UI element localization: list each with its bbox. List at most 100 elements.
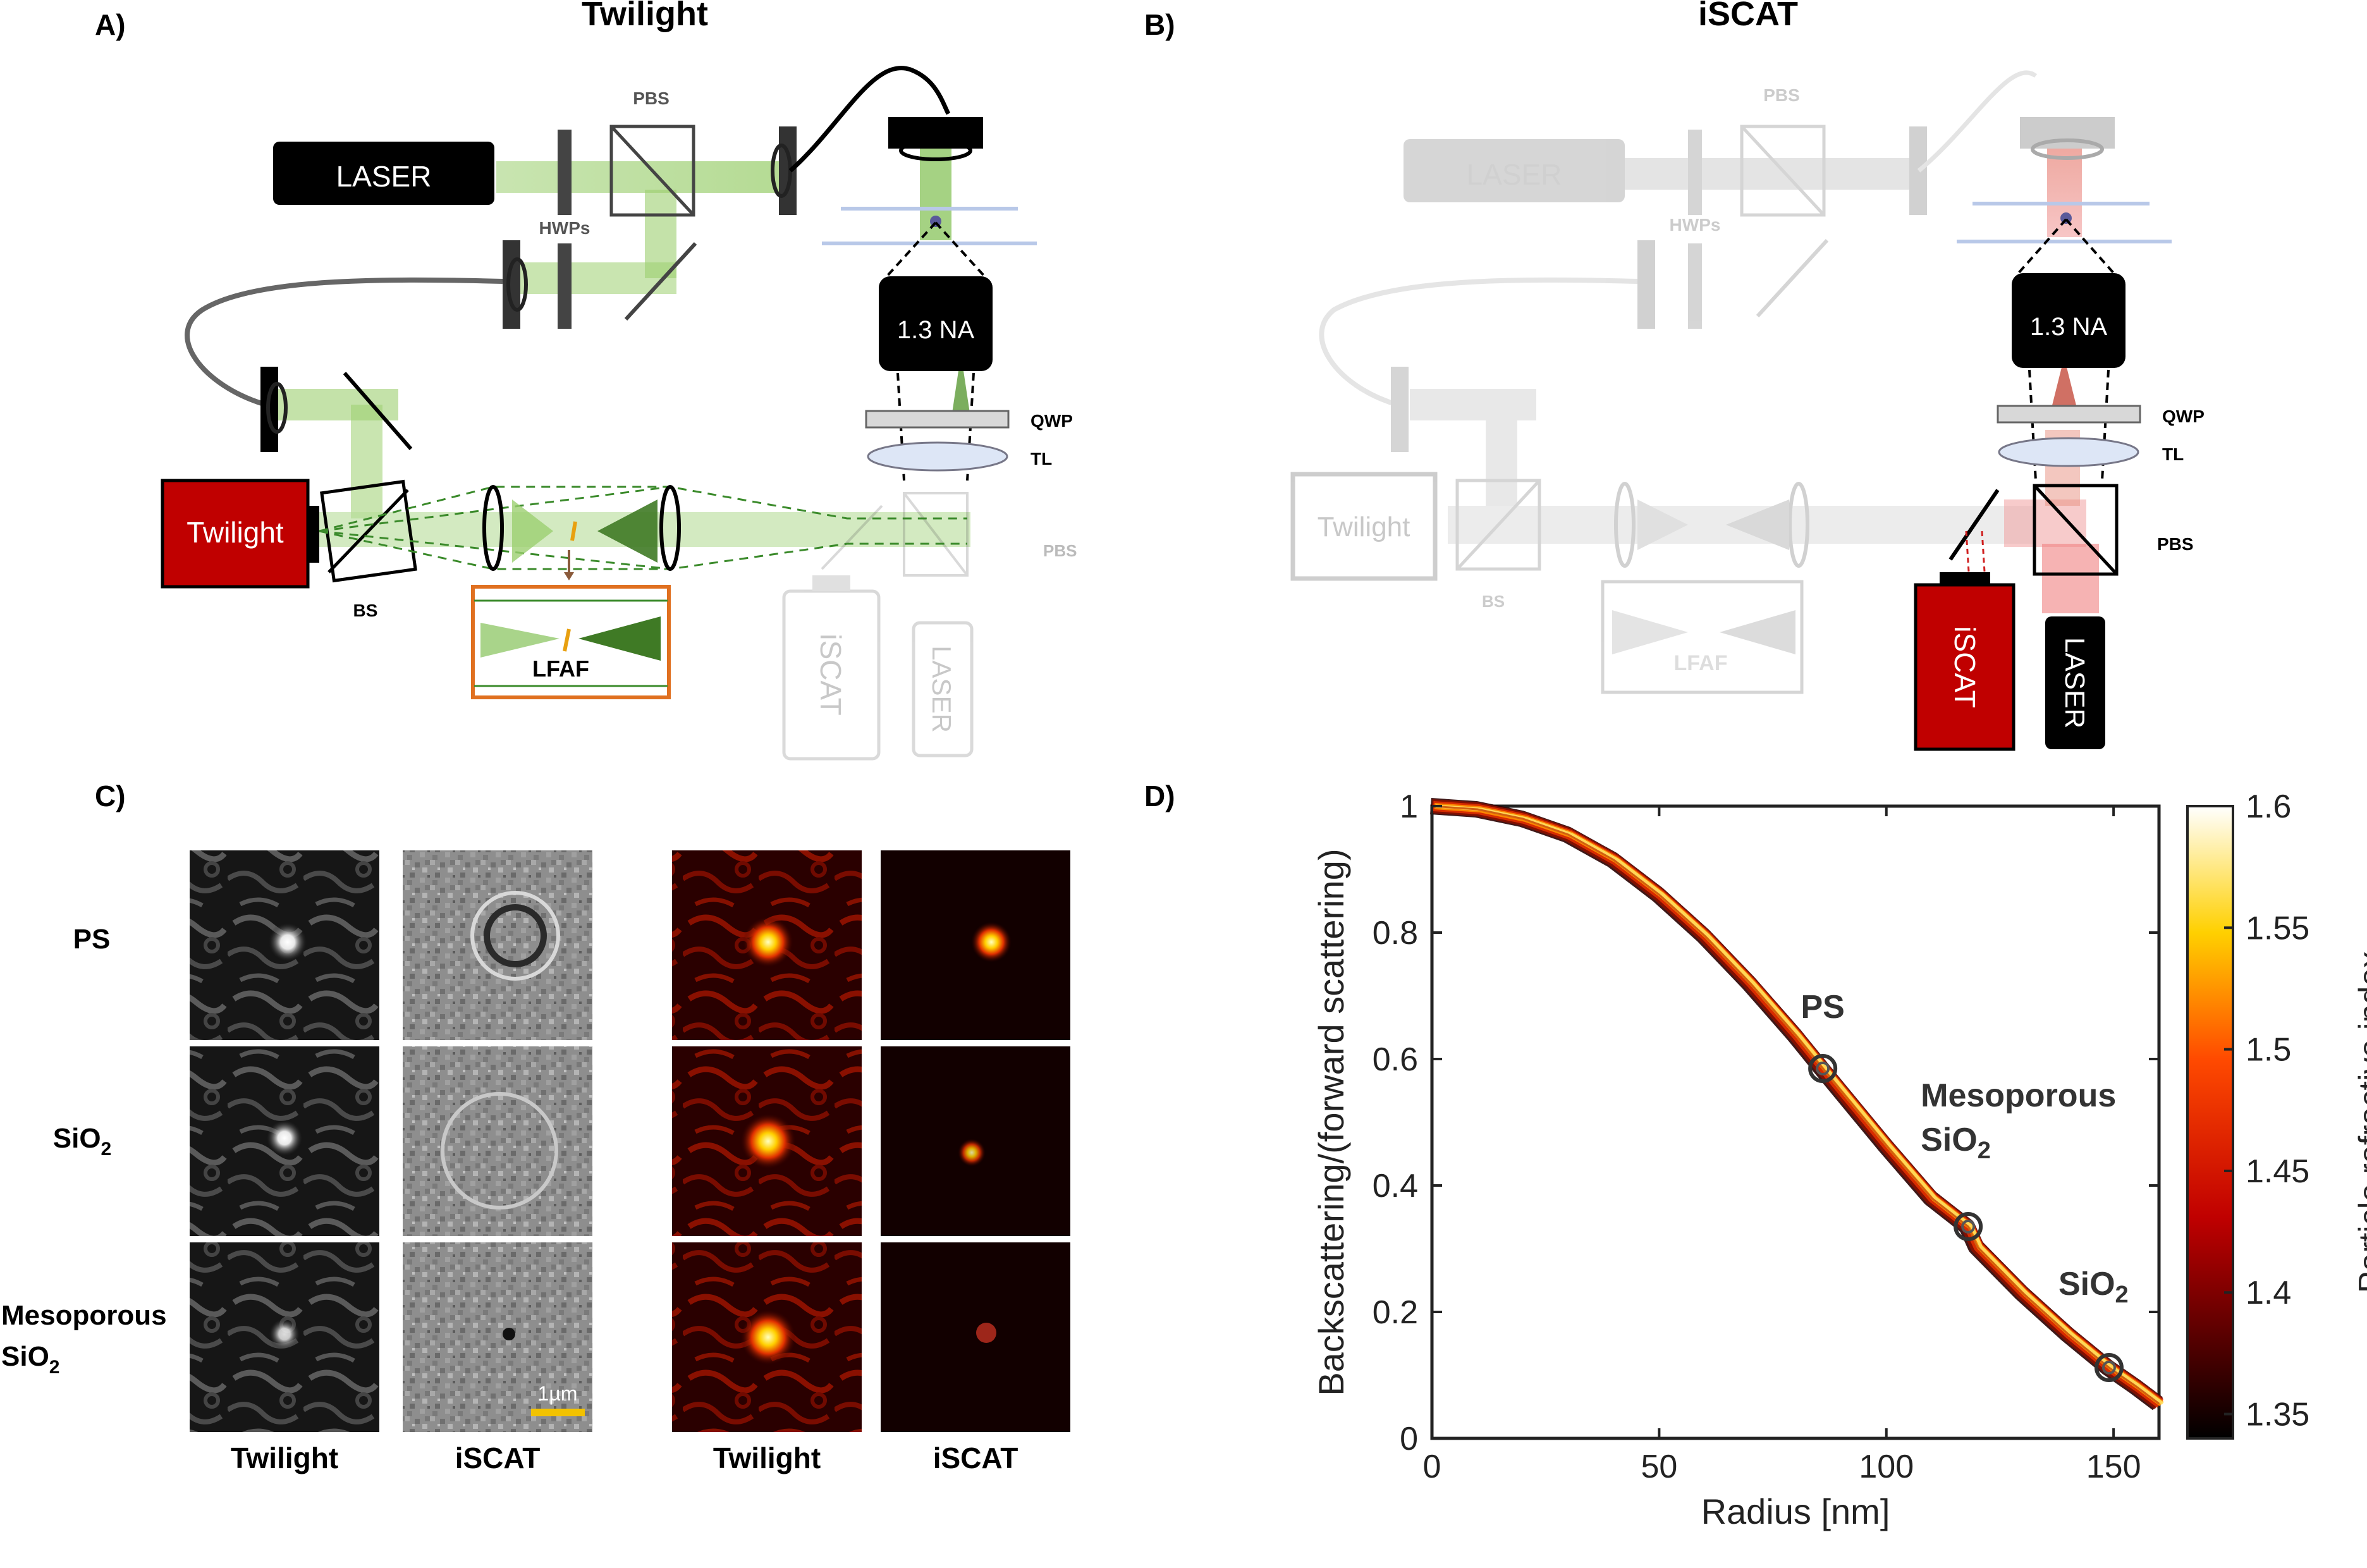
- hwps-ghost-label-b: HWPs: [1670, 215, 1721, 235]
- pbs-cube-b: [2033, 484, 2119, 576]
- panel-c: C) PS SiO2 Mesoporous SiO2 1µm: [1, 780, 1070, 1474]
- hwps-label: HWPs: [539, 218, 590, 238]
- row-label-mesoporous: Mesoporous: [1, 1300, 167, 1331]
- pbs-ghost-label-a: PBS: [1043, 541, 1077, 560]
- twilight-camera-label: Twilight: [187, 516, 284, 549]
- iscat-camera-label: iSCAT: [1948, 626, 1981, 708]
- row-label-sio2: SiO2: [53, 1123, 111, 1160]
- image-col-iscat-exp: 1µm: [403, 850, 592, 1432]
- y-tick-label-1: 0.2: [1373, 1294, 1418, 1331]
- laser-ghost-label-a: LASER: [927, 646, 957, 733]
- x-axis-label: Radius [nm]: [1701, 1491, 1890, 1531]
- panel-b-letter: B): [1144, 8, 1175, 41]
- scalebar: [531, 1409, 585, 1416]
- panel-b: B) iSCAT: [1144, 0, 2205, 751]
- y-tick-label-0: 0: [1400, 1421, 1418, 1457]
- objective-b: [2012, 273, 2125, 368]
- y-tick-label-5: 1: [1400, 788, 1418, 825]
- lfaf-filter: [570, 521, 577, 541]
- colorbar: [2186, 805, 2234, 1440]
- mirror-a2: [343, 372, 413, 450]
- beam-focus-green: [951, 354, 970, 417]
- colorbar-tick-label-2: 1.5: [2246, 1032, 2291, 1069]
- pbs-cube-a: [609, 125, 695, 217]
- fiber-coupler-2: [503, 240, 520, 329]
- laser-box: [273, 142, 494, 205]
- annotation-marker-inner-0: [1816, 1062, 1830, 1075]
- pbs-label-a: PBS: [633, 89, 670, 108]
- annotation-marker-inner-1: [1961, 1220, 1976, 1234]
- annotation-marker-2: [2094, 1353, 2124, 1382]
- x-tick-label-2: 100: [1859, 1449, 1914, 1485]
- y-tick-label-3: 0.6: [1373, 1041, 1418, 1078]
- col-label-3: Twilight: [713, 1442, 821, 1474]
- col-label-2: iSCAT: [455, 1442, 541, 1474]
- col-label-4: iSCAT: [933, 1442, 1018, 1474]
- x-tick-label-3: 150: [2086, 1449, 2141, 1485]
- qwp-b: [1997, 405, 2141, 424]
- image-sio2-iscat: [403, 1046, 592, 1236]
- beam-detection-red: [2004, 499, 2086, 547]
- bs-cube: [320, 479, 417, 583]
- laser-label: LASER: [336, 160, 432, 193]
- x-tick-label-1: 50: [1641, 1449, 1677, 1485]
- beam-focus-red: [2048, 357, 2080, 420]
- ghost-components-b: [1290, 70, 2038, 694]
- iscat-camera: [1914, 583, 2015, 751]
- annotation-label-1: Mesoporous: [1921, 1077, 2116, 1114]
- row-label-ps: PS: [73, 924, 111, 955]
- top-illuminator: [888, 117, 983, 149]
- pbs-ghost-label-b: PBS: [1763, 85, 1800, 105]
- y-tick-label-4: 0.8: [1373, 915, 1418, 952]
- colorbar-tick-label-0: 1.6: [2246, 788, 2291, 825]
- mirror-b: [1948, 489, 2000, 561]
- qwp-label-b: QWP: [2162, 407, 2205, 426]
- hwp-1: [558, 130, 572, 215]
- y-axis-label: Backscattering/(forward scattering): [1311, 848, 1351, 1395]
- beam-laser-green: [496, 161, 784, 193]
- tube-lens-a: [867, 441, 1008, 472]
- tube-lens-b: [1998, 437, 2139, 467]
- fiber-coupler-1: [779, 126, 797, 215]
- pbs-label-b: PBS: [2157, 534, 2194, 554]
- panel-d-letter: D): [1144, 780, 1175, 812]
- image-ps-iscat: [403, 850, 592, 1040]
- fiber-a2: [185, 277, 503, 407]
- bs-label: BS: [353, 601, 378, 620]
- iscat-ghost-label-a: iSCAT: [814, 634, 847, 716]
- image-meso-iscat: [403, 1242, 592, 1432]
- panel-a-letter: A): [95, 8, 126, 41]
- hwp-2: [558, 243, 572, 329]
- tl-label-b: TL: [2162, 444, 2184, 464]
- beam-laser-red: [2042, 544, 2099, 613]
- laser-ghost-label-b: LASER: [1467, 158, 1562, 191]
- beam-down-green: [351, 405, 382, 518]
- qwp-a: [865, 410, 1010, 429]
- colorbar-tick-label-4: 1.4: [2246, 1275, 2291, 1311]
- bs-ghost-label-b: BS: [1482, 592, 1505, 611]
- relay-lens-2: [659, 485, 681, 571]
- curve-band-4: [1435, 804, 2164, 1405]
- image-col-twilight-exp: [190, 850, 379, 1432]
- annotation-label-2: SiO2: [2058, 1266, 2129, 1308]
- objective-label-a: 1.3 NA: [897, 316, 975, 344]
- top-illuminator-b: [2020, 117, 2115, 149]
- image-meso-iscat-sim: [881, 1242, 1070, 1432]
- image-col-iscat-sim: [881, 850, 1070, 1432]
- ghost-components-a: [782, 492, 974, 761]
- scalebar-label: 1µm: [538, 1382, 578, 1405]
- annotation-marker-inner-2: [2101, 1361, 2116, 1375]
- objective-label-b: 1.3 NA: [2030, 313, 2108, 341]
- panel-c-letter: C): [95, 780, 126, 812]
- col-label-1: Twilight: [231, 1442, 338, 1474]
- colorbar-tick-label-5: 1.35: [2246, 1397, 2309, 1433]
- lfaf-ghost-label-b: LFAF: [1674, 651, 1728, 675]
- laser-b: [2045, 616, 2105, 749]
- y-tick-label-2: 0.4: [1373, 1168, 1418, 1204]
- relay-lens-1: [482, 485, 504, 571]
- annotation-label-1-line2: SiO2: [1921, 1122, 1991, 1164]
- fiber-a1: [788, 66, 951, 173]
